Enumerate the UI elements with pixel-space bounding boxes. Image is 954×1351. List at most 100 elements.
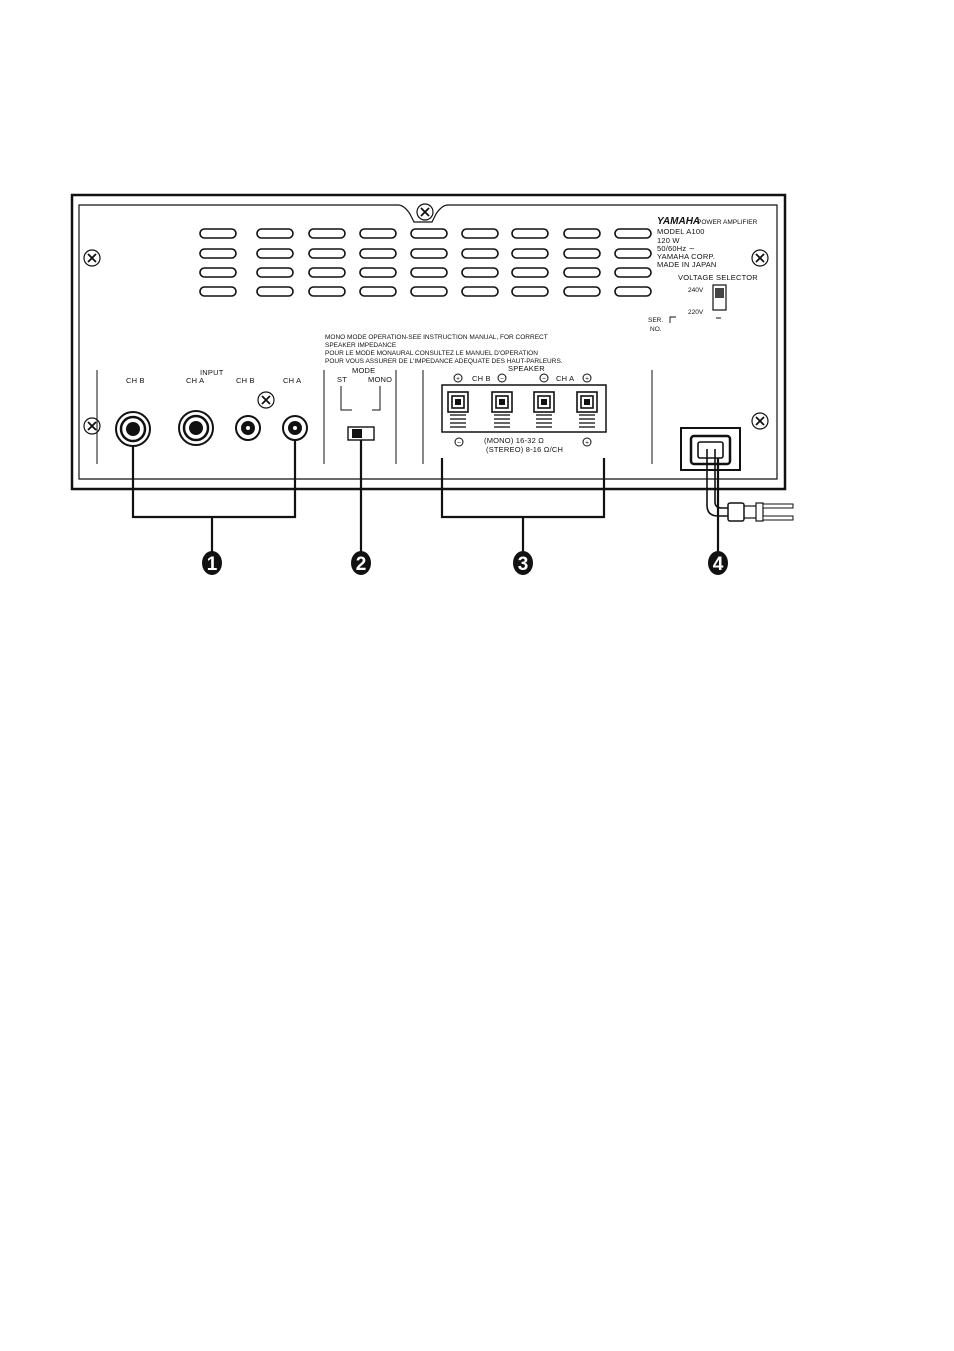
notice-line: SPEAKER IMPEDANCE (325, 342, 397, 349)
voltage-option-240: 240V (688, 287, 704, 294)
vent-slot (359, 267, 397, 278)
voltage-selector-switch[interactable] (712, 284, 727, 311)
callout-3: 3 (513, 551, 533, 575)
vent-slot (563, 228, 601, 239)
speaker-terminal[interactable] (447, 391, 469, 428)
ventilation-slots (199, 228, 652, 297)
plus-icon: + (582, 373, 592, 383)
brand-logo: YAMAHA (657, 216, 700, 227)
vent-slot (359, 286, 397, 297)
vent-slot (308, 248, 346, 259)
vent-slot (511, 228, 549, 239)
phone-jack-ch-b[interactable] (115, 411, 151, 447)
vent-slot (614, 248, 652, 259)
screw-icon (751, 412, 769, 430)
notice-line: POUR LE MODE MONAURAL CONSULTEZ LE MANUE… (325, 350, 538, 357)
vent-slot (410, 267, 448, 278)
minus-icon: − (539, 373, 549, 383)
mode-title: MODE (352, 366, 375, 375)
svg-text:−: − (457, 440, 461, 447)
mode-slide-switch[interactable] (347, 426, 375, 441)
voltage-option-220: 220V (688, 309, 704, 316)
svg-text:3: 3 (518, 554, 529, 575)
vent-slot (199, 267, 237, 278)
manufacturer: YAMAHA CORP. (657, 252, 715, 261)
mono-mode-notice: MONO MODE OPERATION-SEE INSTRUCTION MANU… (325, 334, 563, 365)
chassis-outer-border (70, 193, 787, 491)
speaker-ch-b-label: CH B (472, 374, 491, 383)
power-cord-section (680, 427, 794, 522)
product-type: POWER AMPLIFIER (697, 219, 758, 226)
minus-icon: − (497, 373, 507, 383)
vent-slot (410, 286, 448, 297)
model-number: MODEL A100 (657, 227, 705, 236)
vent-slot (614, 228, 652, 239)
speaker-terminal[interactable] (533, 391, 555, 428)
vent-slot (199, 248, 237, 259)
mono-impedance-spec: (MONO) 16-32 Ω (484, 436, 544, 445)
phone-jack-ch-a[interactable] (178, 410, 214, 446)
speaker-section: SPEAKER CH B CH A + − − + − + (MONO (441, 364, 607, 454)
rca-jack-ch-a[interactable] (282, 415, 308, 441)
serial-bracket (669, 316, 676, 323)
label-plate: YAMAHA POWER AMPLIFIER MODEL A100 120 W … (648, 216, 758, 333)
section-dividers (96, 370, 653, 464)
vent-slot (199, 286, 237, 297)
svg-text:4: 4 (713, 554, 724, 575)
input-title: INPUT (200, 368, 224, 377)
speaker-terminals (447, 391, 598, 428)
callout-4: 4 (708, 551, 728, 575)
screw-icon (257, 391, 275, 409)
callout-2: 2 (351, 551, 371, 575)
vent-slot (614, 267, 652, 278)
svg-text:+: + (585, 376, 589, 383)
vent-slot (461, 248, 499, 259)
vent-slot (410, 248, 448, 259)
serial-number-label: NO. (650, 326, 662, 333)
input-label-ch-a-phone: CH A (186, 376, 204, 385)
vent-slot (308, 228, 346, 239)
input-section: INPUT CH B CH A CH B CH A (115, 368, 308, 447)
power-plug-icon (727, 502, 794, 522)
serial-label: SER. (648, 317, 663, 324)
screws (83, 203, 769, 435)
input-label-ch-b-phone: CH B (126, 376, 145, 385)
screw-icon (751, 249, 769, 267)
vent-slot (256, 286, 294, 297)
callout-1: 1 (202, 551, 222, 575)
vent-slot (410, 228, 448, 239)
screw-icon (83, 417, 101, 435)
vent-slot (563, 248, 601, 259)
vent-slot (256, 228, 294, 239)
speaker-ch-a-label: CH A (556, 374, 574, 383)
vent-slot (461, 228, 499, 239)
plus-icon: + (582, 437, 592, 447)
vent-slot (359, 248, 397, 259)
plus-icon: + (453, 373, 463, 383)
vent-slot (563, 267, 601, 278)
speaker-terminal[interactable] (491, 391, 513, 428)
screw-icon (83, 249, 101, 267)
speaker-title: SPEAKER (508, 364, 545, 373)
svg-text:−: − (500, 376, 504, 383)
notice-line: POUR VOUS ASSURER DE L'IMPEDANCE ADEQUAT… (325, 358, 563, 365)
callout-leaders (131, 440, 720, 553)
mode-label-st: ST (337, 375, 347, 384)
callout-1-bracket (131, 440, 297, 553)
vent-slot (256, 248, 294, 259)
input-label-ch-b-rca: CH B (236, 376, 255, 385)
rca-jack-ch-b[interactable] (235, 415, 261, 441)
svg-text:+: + (456, 376, 460, 383)
speaker-terminal[interactable] (576, 391, 598, 428)
vent-slot (199, 228, 237, 239)
mode-label-mono: MONO (368, 375, 392, 384)
stereo-impedance-spec: (STEREO) 8-16 Ω/CH (486, 445, 563, 454)
callout-3-bracket (440, 458, 606, 553)
chassis-inner-border (78, 204, 778, 480)
input-label-ch-a-rca: CH A (283, 376, 301, 385)
vent-slot (461, 267, 499, 278)
svg-text:2: 2 (356, 554, 367, 575)
vent-slot (563, 286, 601, 297)
notice-line: MONO MODE OPERATION-SEE INSTRUCTION MANU… (325, 334, 548, 341)
